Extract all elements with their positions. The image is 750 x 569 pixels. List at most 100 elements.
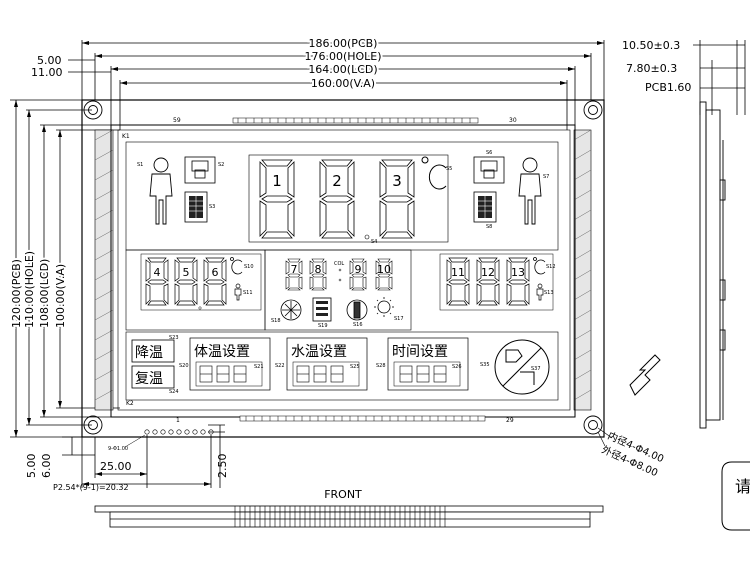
colon-dot-left xyxy=(198,306,202,310)
setting-panel-2 xyxy=(286,337,368,391)
pin-hole-label: 9-Φ1.00 xyxy=(108,446,128,452)
mini-digit-label-9: 9 xyxy=(355,263,362,276)
small-digit-11 xyxy=(446,257,470,306)
dim-offset-11: 11.00 xyxy=(31,66,63,79)
box-icon-s8 xyxy=(473,191,497,223)
person-icon-right xyxy=(518,157,542,225)
small-digit-label-5: 5 xyxy=(183,266,190,279)
s24-label: S24 xyxy=(169,389,179,395)
small-digit-label-11: 11 xyxy=(451,266,465,279)
small-digit-label-12: 12 xyxy=(481,266,495,279)
pin-label-29: 29 xyxy=(506,417,514,424)
dim-pcb-width: 186.00(PCB) xyxy=(309,37,378,50)
dim-pitch: 25.00 xyxy=(100,460,132,473)
s5-label: S5 xyxy=(446,166,452,172)
water-temp-setting-label: 水温设置 xyxy=(291,344,347,360)
printer-icon-s2 xyxy=(184,156,216,184)
s12-label: S12 xyxy=(546,264,556,270)
top-dimensions xyxy=(68,40,605,130)
top-dimension-arrows xyxy=(82,41,604,85)
s16-label: S16 xyxy=(353,322,363,328)
dim-pcb-height: 120.00(PCB) xyxy=(10,259,23,328)
celsius-icon-right xyxy=(533,257,546,275)
mini-digit-label-8: 8 xyxy=(315,263,322,276)
side-dim-thickness: 10.50±0.3 xyxy=(622,39,680,52)
small-digit-4 xyxy=(145,257,169,306)
dim-lcd-width: 164.00(LCD) xyxy=(308,63,377,76)
celsius-icon-left xyxy=(230,257,243,275)
dim-bottom-6: 6.00 xyxy=(40,454,53,479)
box-icon-s3 xyxy=(184,191,208,223)
dim-pin-offset: 2.50 xyxy=(216,454,229,479)
big-digit-1 xyxy=(259,159,295,239)
bottom-row-frame xyxy=(125,331,559,401)
pin-header xyxy=(144,429,214,435)
s22-label: S22 xyxy=(275,363,285,369)
celsius-icon xyxy=(421,156,447,190)
left-dimension-arrows xyxy=(14,100,62,437)
mini-digit-label-7: 7 xyxy=(291,263,298,276)
snowflake-icon xyxy=(280,299,302,321)
s8-label: S8 xyxy=(486,224,492,230)
s26-label: S26 xyxy=(452,364,462,370)
s10-label: S10 xyxy=(244,264,254,270)
colon-dot-mid-a xyxy=(338,268,342,272)
small-digit-label-4: 4 xyxy=(154,266,161,279)
dial-icon-s16 xyxy=(346,299,368,321)
bottom-pin-strip xyxy=(239,415,486,422)
dim-bottom-5: 5.00 xyxy=(25,454,38,479)
s35-label: S35 xyxy=(480,362,490,368)
dim-offset-5: 5.00 xyxy=(37,54,62,67)
rewarm-box xyxy=(131,365,175,389)
s28-label: S28 xyxy=(376,363,386,369)
side-dim-lcd: 7.80±0.3 xyxy=(626,62,677,75)
note-box xyxy=(721,461,750,531)
small-digit-13 xyxy=(506,257,530,306)
va-outline xyxy=(117,129,571,411)
hole-leaders xyxy=(597,427,613,447)
bezel-left xyxy=(94,129,114,411)
s19-label: S19 xyxy=(318,323,328,329)
small-digit-5 xyxy=(174,257,198,306)
small-digit-6 xyxy=(203,257,227,306)
cool-box xyxy=(131,339,175,363)
big-digit-label-2: 2 xyxy=(332,172,342,190)
s4-label: S4 xyxy=(371,239,377,245)
no-symbol-icon xyxy=(494,339,550,395)
side-view xyxy=(699,101,726,429)
col-label: COL xyxy=(334,261,344,267)
sun-icon-s17 xyxy=(374,297,394,317)
dim-lcd-height: 108.00(LCD) xyxy=(38,259,51,328)
s2-label: S2 xyxy=(218,162,224,168)
dim-pin-formula: P2.54*(9-1)=20.32 xyxy=(53,483,129,492)
mini-digit-7 xyxy=(285,258,303,291)
k2-label: K2 xyxy=(126,400,134,407)
big-digit-3 xyxy=(379,159,415,239)
mounting-hole-tl xyxy=(83,100,103,120)
s23-label: S23 xyxy=(169,335,179,341)
bottom-dimensions xyxy=(62,424,225,488)
small-digit-12 xyxy=(476,257,500,306)
k1-label: K1 xyxy=(122,133,130,140)
s3-label: S3 xyxy=(209,204,215,210)
left-dimensions xyxy=(10,99,120,438)
pin-hole-leader xyxy=(124,434,146,448)
printer-icon-s6 xyxy=(473,156,505,184)
s1-label: S1 xyxy=(137,162,143,168)
mini-digit-10 xyxy=(375,258,393,291)
s18-label: S18 xyxy=(271,318,281,324)
dim-hole-width: 176.00(HOLE) xyxy=(304,50,381,63)
s37-label: S37 xyxy=(531,366,541,372)
note-text: 请 xyxy=(735,477,750,496)
small-digit-label-6: 6 xyxy=(212,266,219,279)
big-digit-2 xyxy=(319,159,355,239)
rewarm-label: 复温 xyxy=(135,370,163,387)
setting-panel-1 xyxy=(189,337,271,391)
bezel-right xyxy=(573,129,592,411)
dim-hole-height: 110.00(HOLE) xyxy=(23,251,36,328)
s6-label: S6 xyxy=(486,150,492,156)
front-view xyxy=(94,505,604,528)
pin-label-1: 1 xyxy=(176,417,180,424)
right-digit-frame xyxy=(439,253,554,311)
big-digit-frame xyxy=(248,154,449,243)
